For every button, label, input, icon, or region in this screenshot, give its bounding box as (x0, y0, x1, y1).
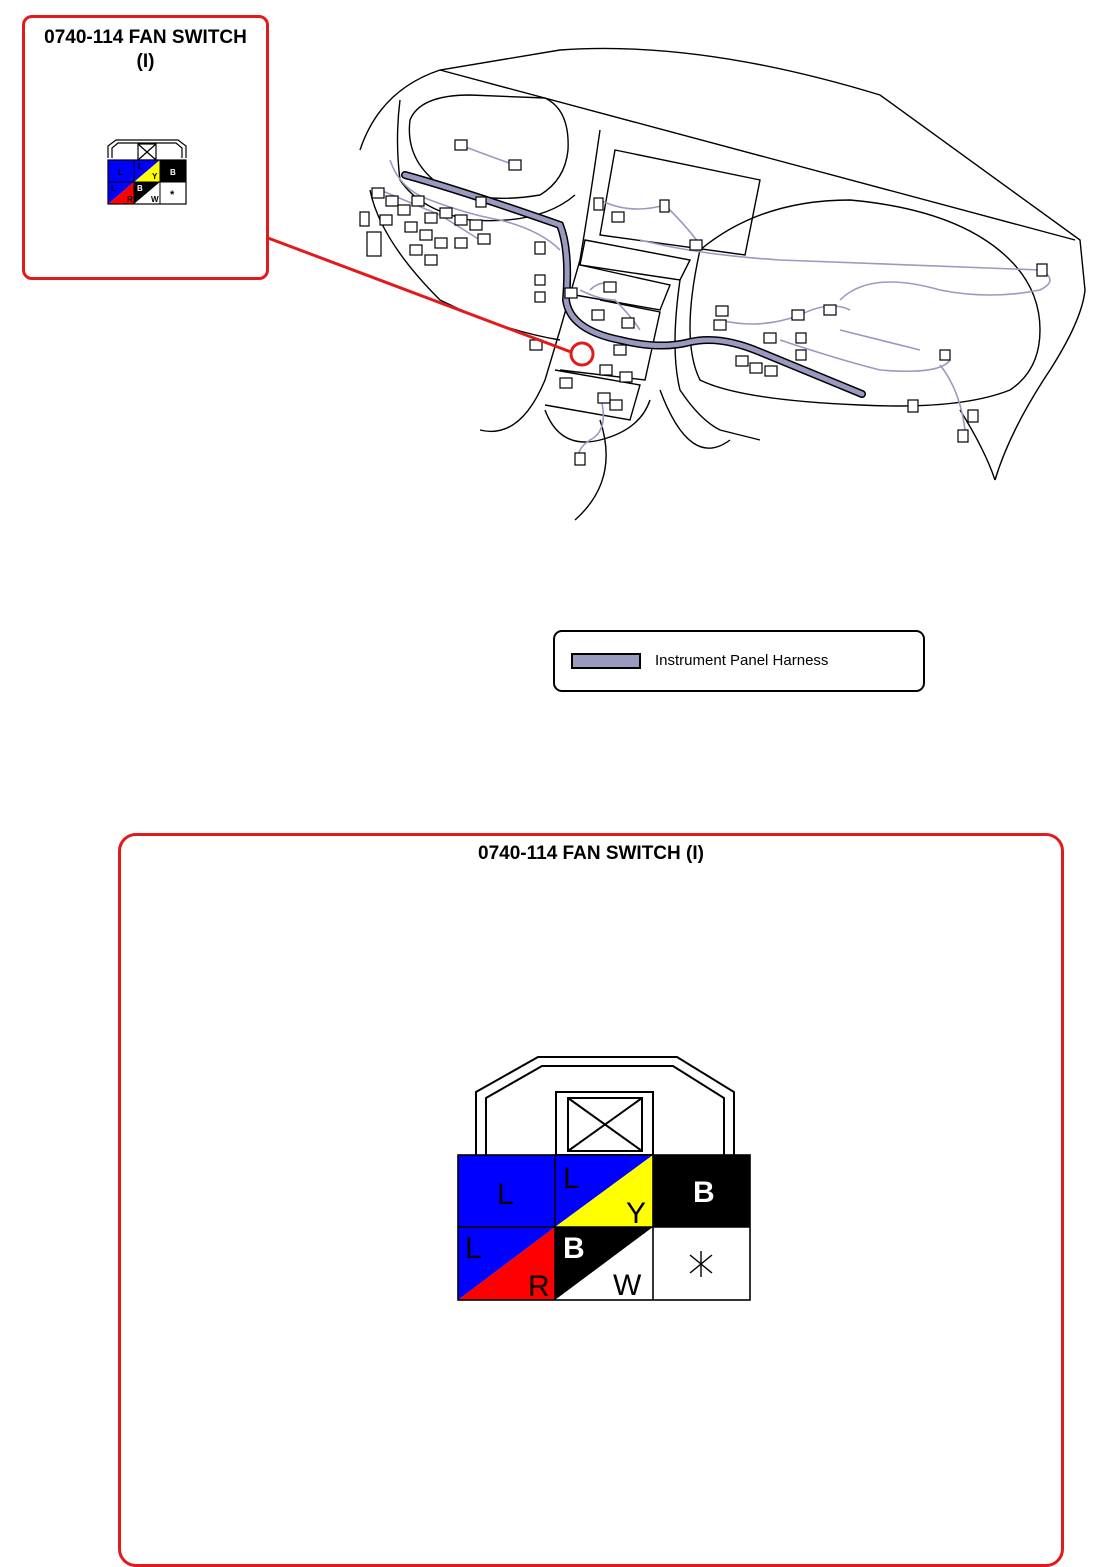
pin-3-label: B (693, 1176, 715, 1209)
fan-switch-thumbnail-callout: 0740-114 FAN SWITCH (I) (22, 15, 269, 280)
pin-2-label-lower: Y (626, 1197, 646, 1230)
connector-face-view: L L Y B L R * B W (457, 1056, 751, 1303)
dashboard-outline (359, 47, 1086, 521)
instrument-panel-harness (401, 171, 866, 398)
thumb-pin-label: * (170, 189, 175, 201)
thumb-pin-label: W (151, 195, 159, 204)
thumb-pin-label: B (137, 184, 143, 193)
pin-2-cell-lower (555, 1155, 653, 1227)
detail-callout-title: 0740-114 FAN SWITCH (I) (478, 843, 704, 864)
pin-5-cell-lower (555, 1227, 653, 1300)
pin-5-label-upper: B (563, 1232, 585, 1265)
pin-1-label: L (497, 1178, 514, 1211)
thumb-pin-label: L (118, 168, 123, 177)
pin-4-cell-lower (458, 1227, 555, 1300)
pin-2-label-upper: L (563, 1162, 580, 1195)
pin-6-unused-mark (689, 1251, 713, 1277)
thumb-pin-label: L (138, 162, 143, 171)
pin-1-cell (458, 1155, 555, 1227)
harness-legend: Instrument Panel Harness (553, 630, 925, 692)
connector-blocks (359, 139, 1048, 466)
thumbnail-title-line1: 0740-114 FAN SWITCH (44, 27, 247, 48)
harness-legend-label: Instrument Panel Harness (655, 652, 829, 669)
thumbnail-title-line2: (I) (136, 51, 155, 72)
pin-3-cell (653, 1155, 750, 1227)
pin-4-label-upper: L (465, 1232, 482, 1265)
thumb-pin-label: B (170, 168, 176, 177)
pin-4-label-lower: R (528, 1270, 550, 1303)
pin-5-label-lower: W (613, 1269, 642, 1302)
wiring (379, 144, 1051, 461)
thumbnail-callout-title: 0740-114 FAN SWITCH (I) (25, 26, 266, 74)
connector-thumbnail: L L Y B L R B W * (107, 139, 187, 205)
fan-switch-location-circle (569, 341, 595, 367)
callout-leader-line (267, 236, 572, 354)
thumb-pin-label: L (111, 184, 116, 193)
thumb-pin-label: R (127, 195, 133, 204)
thumb-pin-label: Y (152, 172, 158, 181)
harness-color-swatch (571, 653, 641, 669)
fan-switch-detail-callout: 0740-114 FAN SWITCH (I) (118, 833, 1064, 1567)
